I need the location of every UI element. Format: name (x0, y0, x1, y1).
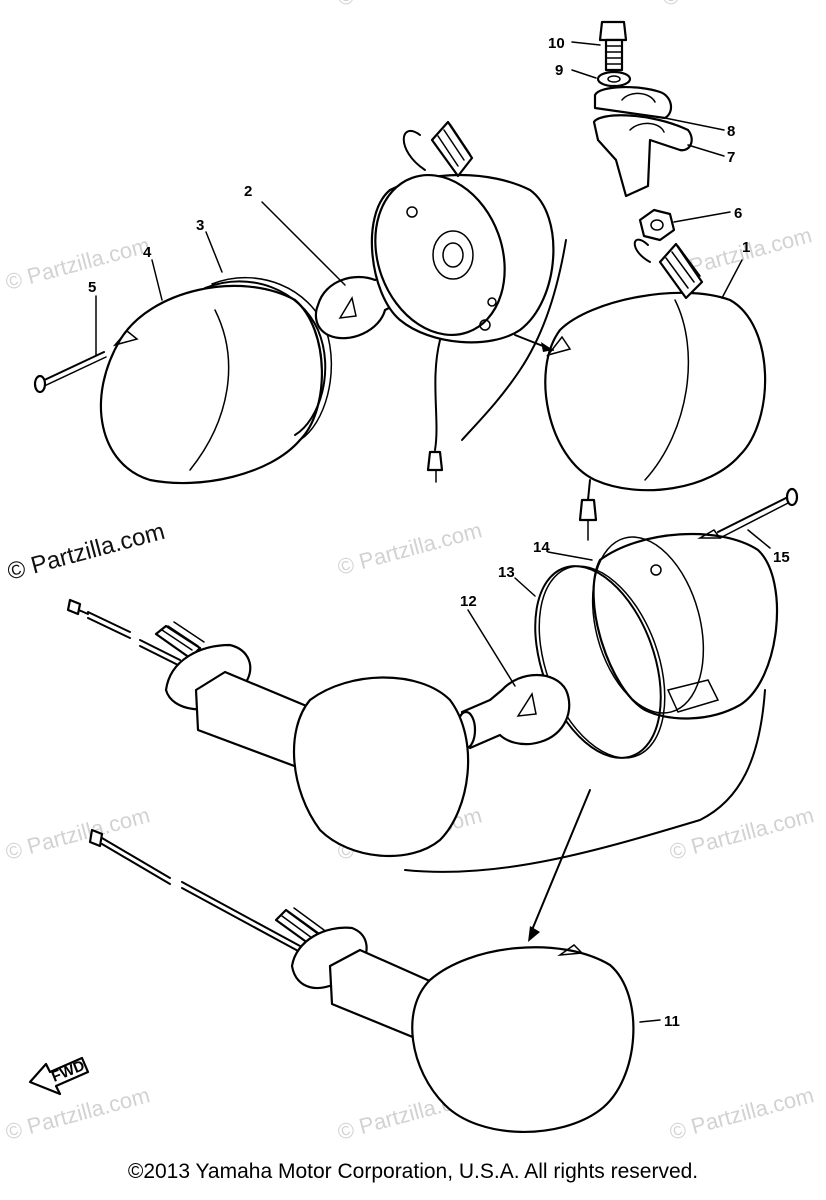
callout-14: 14 (533, 539, 550, 556)
callout-3: 3 (196, 217, 204, 234)
callout-2: 2 (244, 183, 252, 200)
turn-signal-assembled-upper (544, 238, 767, 541)
callout-13: 13 (498, 564, 515, 581)
watermark: © Partzilla.com (667, 1082, 817, 1145)
watermark: © Partzilla.com (335, 0, 485, 11)
callout-5: 5 (88, 279, 96, 296)
callout-10: 10 (548, 35, 565, 52)
callout-1: 1 (742, 239, 750, 256)
callout-7: 7 (727, 149, 735, 166)
watermark: © Partzilla.com (335, 517, 485, 580)
callout-8: 8 (727, 123, 735, 140)
callout-6: 6 (734, 205, 742, 222)
callout-15: 15 (773, 549, 790, 566)
front-lens-assembly (33, 276, 333, 485)
watermark: © Partzilla.com (3, 1082, 153, 1145)
housing-base-upper (370, 120, 555, 483)
callout-11: 11 (664, 1013, 680, 1030)
forward-arrow-icon: FWD (28, 1056, 90, 1096)
callout-9: 9 (555, 62, 563, 79)
assembly-bracket-middle (404, 689, 766, 942)
rear-lens-assembly (455, 487, 799, 759)
watermark: © Partzilla.com (660, 0, 810, 11)
watermark-strong: © Partzilla.com (5, 518, 168, 586)
copyright-notice: ©2013 Yamaha Motor Corporation, U.S.A. A… (127, 1160, 699, 1183)
watermark: © Partzilla.com (3, 232, 153, 295)
mount-bracket (592, 20, 693, 242)
turn-signal-long-middle (66, 598, 470, 858)
watermark: © Partzilla.com (667, 802, 817, 865)
assembly-bracket-upper (461, 239, 567, 441)
callout-12: 12 (460, 593, 477, 610)
callout-4: 4 (143, 244, 152, 261)
leader-lines (95, 41, 771, 1023)
turn-signal-long-lower (88, 828, 635, 1133)
callout-labels: 1 2 3 4 5 6 7 8 9 10 11 12 13 14 15 (88, 35, 790, 1030)
